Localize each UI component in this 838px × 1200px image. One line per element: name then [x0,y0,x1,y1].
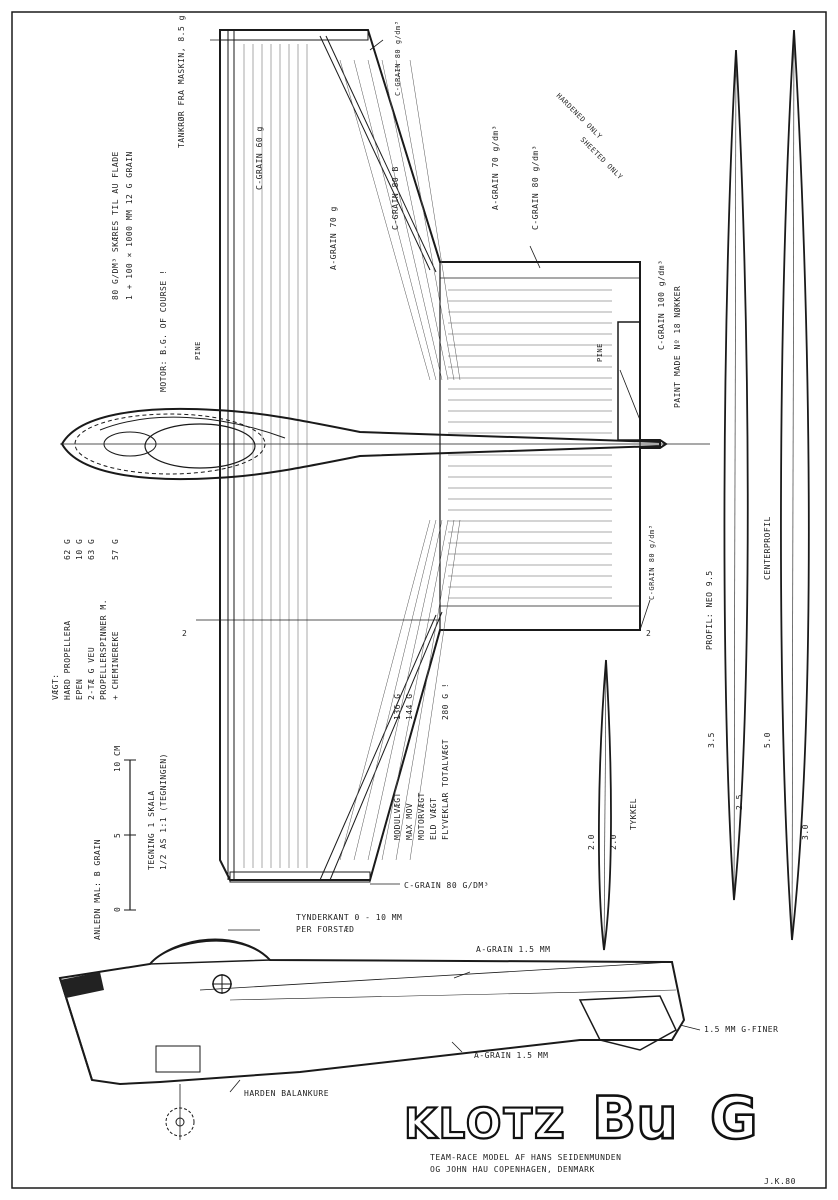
canopy-note-2: PER FORSTÆD [296,925,354,934]
pine-label: PINE [194,341,202,360]
weight-row-3-label: PROPELLERSPINNER M. [99,599,108,700]
diagonal-note-2: SHEETED ONLY [579,136,625,182]
corner-marker-2: 2 [646,629,651,638]
a-grain-label: A-GRAIN 70 g [329,206,338,270]
title-prefix: KLOTZ [404,1099,567,1148]
wing-annotations: 80 G/DM³ SKÆRES TIL AU FLADE 1 + 100 × 1… [111,15,682,638]
mid-profile-a: 3.5 [707,732,716,748]
total-value-0: 136 G [393,693,402,720]
weight-row-1-label: EPEN [75,679,84,700]
scale-label-10: 10 CM [113,745,122,772]
weights-header: VÆGT: [51,673,60,700]
scale-bar [124,759,136,911]
bottom-wing-label: C-GRAIN 80 G/DM³ [404,881,489,890]
profile-annotations: 2.0 2.0 TYKKEL 3.5 2.5 PROFIL: NEO 9.5 5… [587,516,810,850]
c-grain-flap: C-GRAIN 100 g/dm³ [657,260,666,350]
small-profile-b: 2.0 [609,834,618,850]
total-label-3: ELD VÆGT [429,797,438,840]
wood-grain-line [395,519,455,861]
tank-note: TANKRØR FRA MASKIN, 8.5 g [176,15,186,148]
large-profile-name: CENTERPROFIL [763,516,772,580]
weight-row-2-value: 63 G [87,539,96,560]
bellcrank-grain-label: C-GRAIN 80 g/dm³ [648,525,656,600]
weights-table: VÆGT: HARD PROPELLERA 62 G EPEN 10 G 2-T… [51,539,450,840]
subtitle-1: TEAM-RACE MODEL AF HANS SEIDENMUNDEN [430,1153,621,1162]
wood-grain-line [367,519,443,861]
title-name-b: G [710,1084,758,1152]
weight-row-2-label: 2-TÆ G VEU [87,647,96,700]
wood-grain-line [381,519,449,861]
fuselage-side-view [58,938,686,1140]
subtitle-2: OG JOHN HAU COPENHAGEN, DENMARK [430,1165,595,1174]
total-value-3: 280 G ! [441,683,450,720]
motor-note: MOTOR: B.G. OF COURSE ! [159,270,168,392]
wood-grain-line [395,59,455,381]
large-profile-a: 5.0 [763,732,772,748]
mid-profile-b: 2.5 [735,794,744,810]
upper-skin-note: A-GRAIN 1.5 MM [476,945,550,954]
wood-grain-line [353,519,437,861]
wood-grain-line [353,59,437,381]
lower-skin-note: A-GRAIN 1.5 MM [474,1051,548,1060]
weight-row-0-value: 62 G [63,539,72,560]
scale-side-label: ANLEDN MAL: B GRAIN [93,839,102,940]
scale-note-2: 1/2 AS 1:1 (TEGNINGEN) [159,753,168,870]
weight-row-0-label: HARD PROPELLERA [63,620,72,700]
title-block: KLOTZ Bu G TEAM-RACE MODEL AF HANS SEIDE… [403,1083,796,1186]
c-grain-side: C-GRAIN 80 g/dm³ [531,145,540,230]
weight-row-4-label: + CHEMINEREKE [111,631,120,700]
scale-label-5: 5 [113,833,122,838]
sheet-border [11,11,827,1189]
wood-grain-line [339,519,431,861]
wood-grain-line [409,519,461,861]
total-label-2: MOTORVÆGT [417,792,426,840]
bellcrank-note: HARDEN BALANKURE [244,1089,329,1098]
rib-size-note: 1 + 100 × 1000 MM 12 G GRAIN [125,151,134,300]
scale-label-0: 0 [113,907,122,912]
total-label-1: MAX MOV [405,803,414,840]
rib-weight-note: 80 G/DM³ SKÆRES TIL AU FLADE [111,151,120,300]
fuselage-annotations: TYNDERKANT 0 - 10 MM PER FORSTÆD A-GRAIN… [244,881,778,1098]
large-profile-b: 3.0 [801,824,810,840]
wood-grain-line [339,59,431,381]
c-grain-mid: C-GRAIN 80 B [391,166,400,230]
total-value-1: 144 G [405,693,414,720]
canopy-note: TYNDERKANT 0 - 10 MM [296,913,402,922]
wood-grain-line [367,59,443,381]
total-label-0: MODULVÆGT [393,792,402,840]
a-grain-side: A-GRAIN 70 g/dm³ [491,125,500,210]
small-profile-name: TYKKEL [629,798,638,830]
airfoil-profiles [598,29,810,951]
wood-grain-line [381,59,449,381]
leader-lines [196,39,701,1093]
c-grain-top: C-GRAIN 60 g [255,126,264,190]
diagonal-note: HARDENED ONLY [555,92,604,141]
scale-annotations: 0 5 10 CM TEGNING 1 SKALA 1/2 AS 1:1 (TE… [93,745,168,940]
fuselage-plan-view [60,407,661,481]
pine-label-2: PINE [596,343,604,362]
weight-row-4-value: 57 G [111,539,120,560]
title-name-a: Bu [592,1084,678,1152]
fuse-note: PAINT MADE Nº 18 NØKKER [672,286,682,408]
fin-note: 1.5 MM G-FINER [704,1025,778,1034]
wood-grain-line [409,59,461,381]
small-profile-a: 2.0 [587,834,596,850]
corner-marker-1: 2 [182,629,187,638]
total-label-4: FLYVEKLAR TOTALVÆGT [441,739,450,840]
c-grain-tip: C-GRAIN 80 g/dm³ [394,21,402,96]
weight-row-1-value: 10 G [75,539,84,560]
initials: J.K.80 [764,1177,796,1186]
mid-profile-name: PROFIL: NEO 9.5 [705,570,714,650]
scale-note-1: TEGNING 1 SKALA [147,790,156,870]
